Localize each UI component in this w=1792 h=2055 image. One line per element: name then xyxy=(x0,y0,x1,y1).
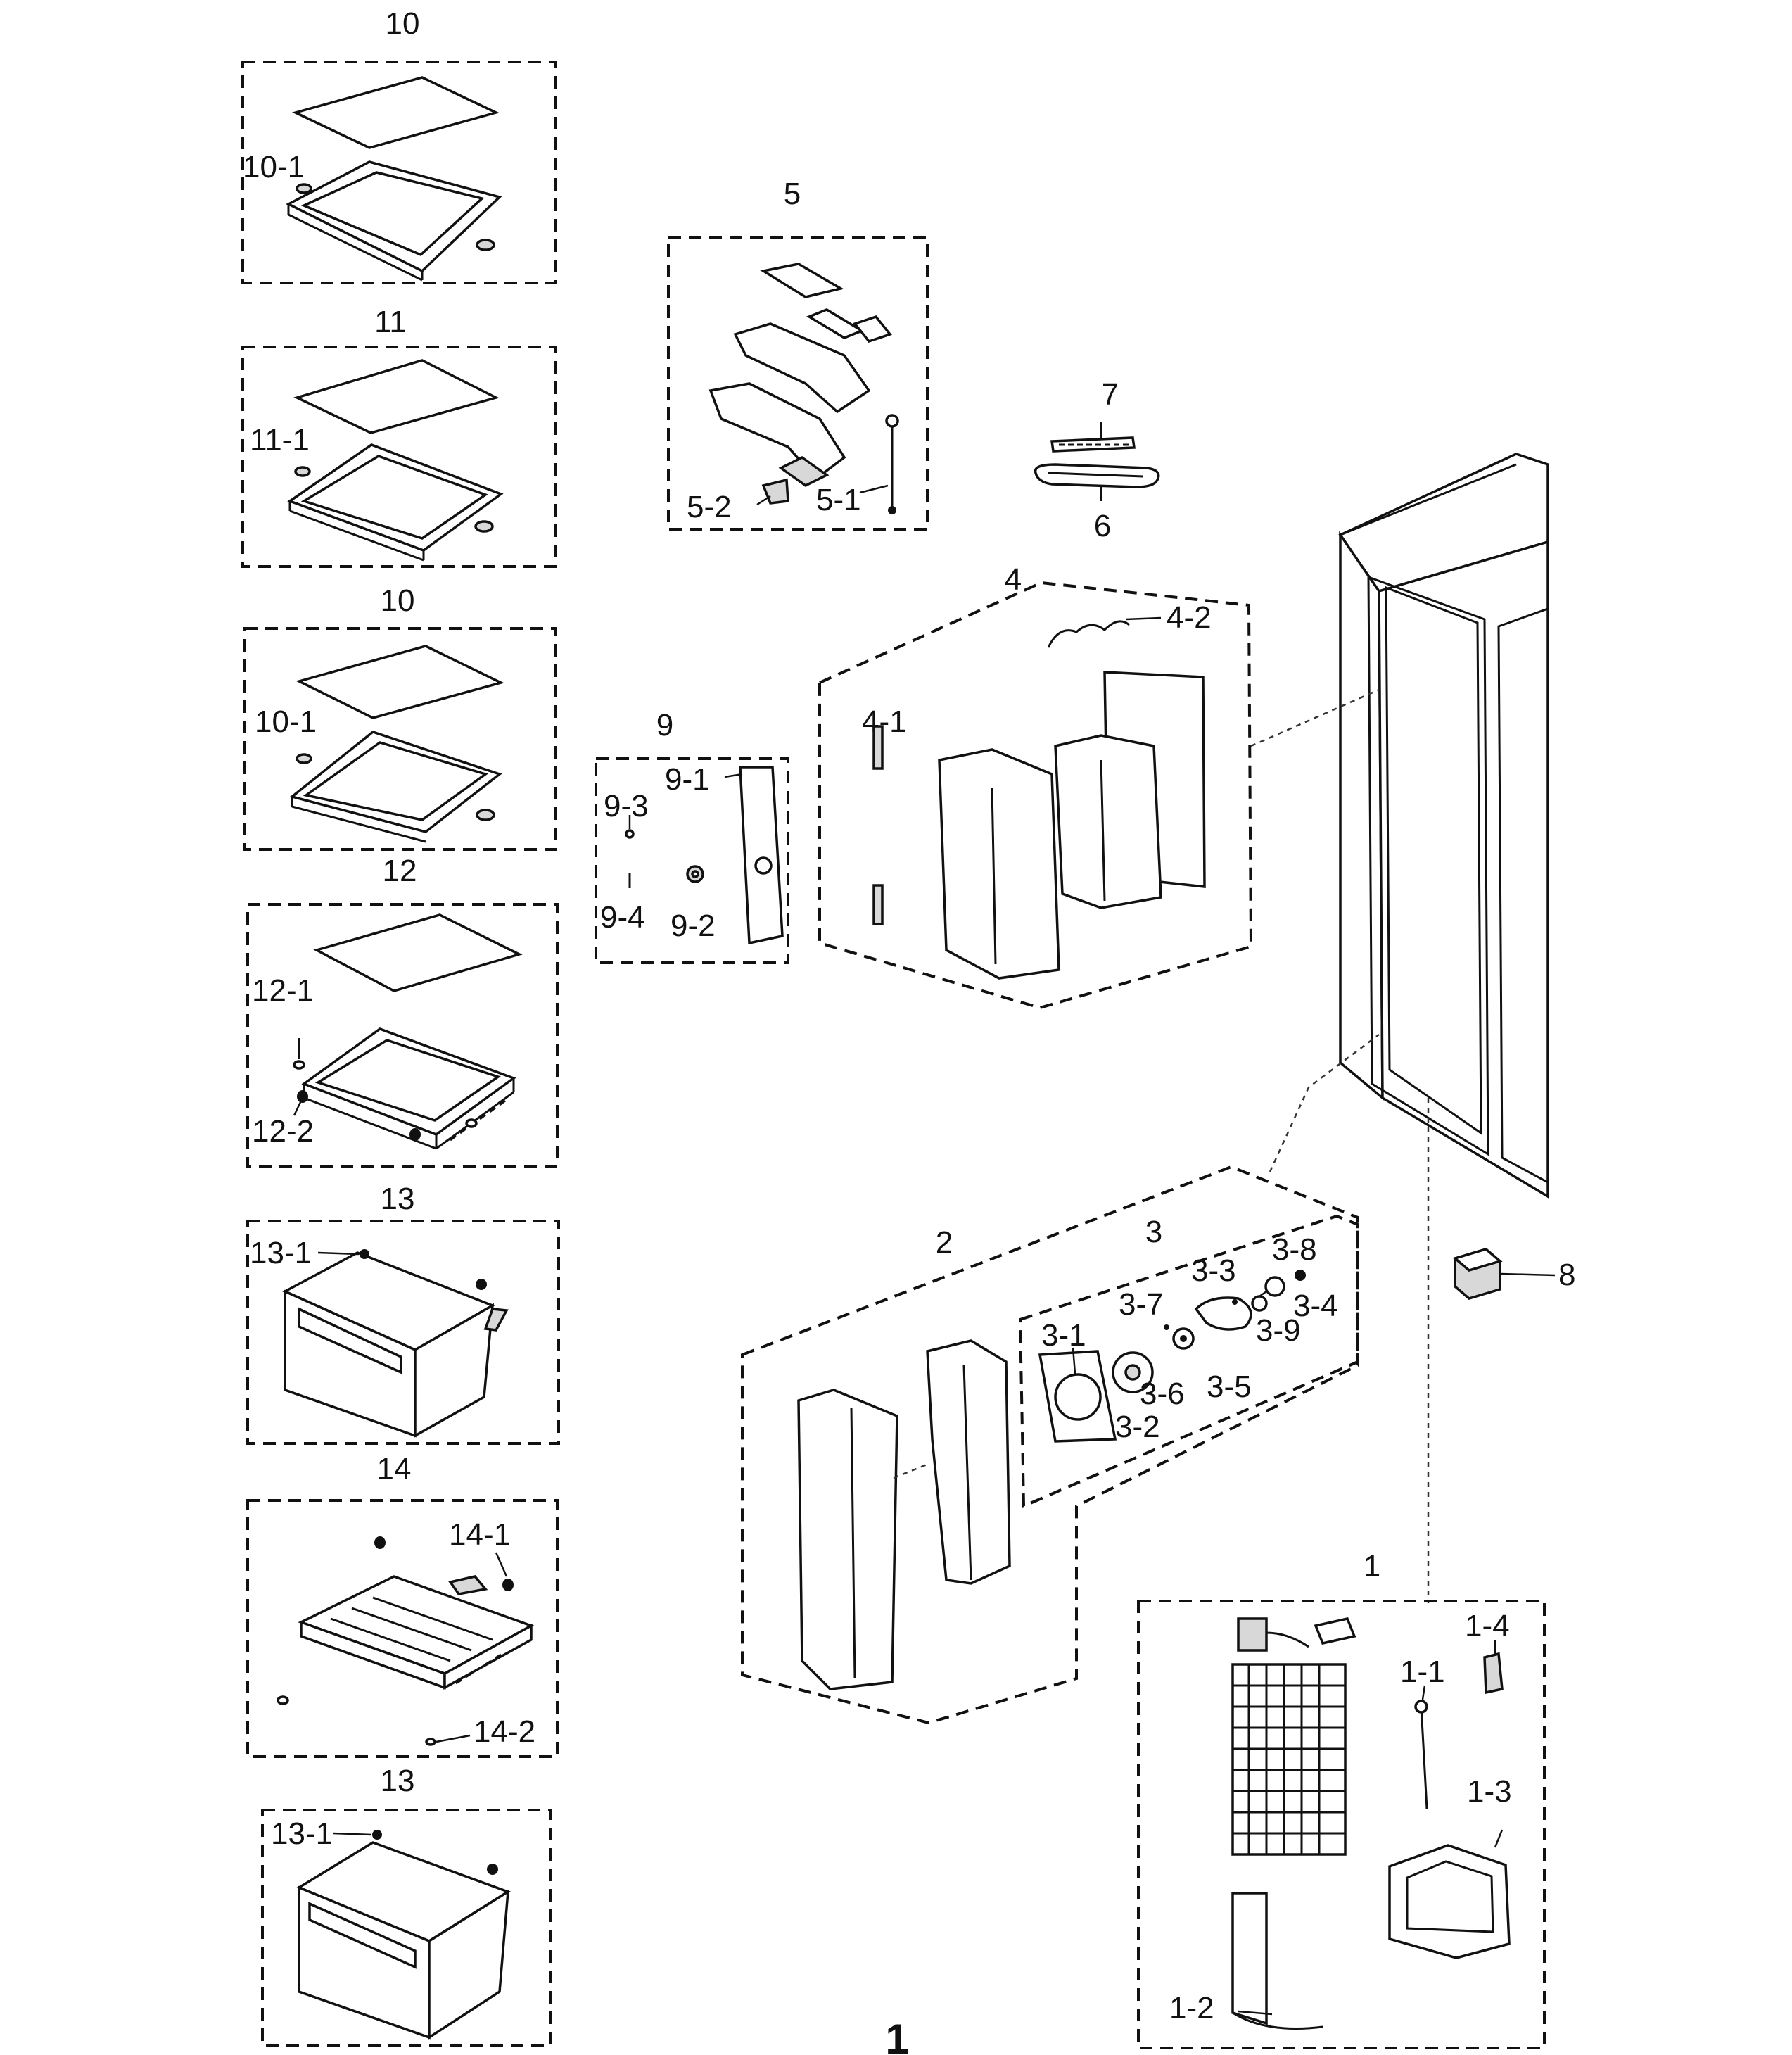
group-label-10-top: 10 xyxy=(386,6,420,41)
part-label-11-1: 11-1 xyxy=(250,423,310,457)
part-label-5-1: 5-1 xyxy=(816,483,861,517)
part-label-3-5: 3-5 xyxy=(1207,1370,1252,1404)
group-label-8: 8 xyxy=(1558,1258,1575,1292)
part-label-3-2: 3-2 xyxy=(1115,1410,1160,1444)
part-label-3-4: 3-4 xyxy=(1293,1289,1338,1323)
cover-assembly-2 xyxy=(741,1165,1359,1725)
part-label-4-2: 4-2 xyxy=(1167,600,1212,635)
duct-assembly-5 xyxy=(667,236,929,531)
group-label-7: 7 xyxy=(1102,377,1119,412)
drawer-assembly-13-upper xyxy=(246,1220,560,1445)
part-8-module xyxy=(1452,1248,1556,1300)
part-label-4-1: 4-1 xyxy=(862,704,907,739)
part-label-5-2: 5-2 xyxy=(687,490,732,524)
part-label-14-1: 14-1 xyxy=(449,1517,511,1552)
part-label-14-2: 14-2 xyxy=(474,1714,535,1749)
cover-assembly-4 xyxy=(818,581,1253,1010)
part-label-9-1: 9-1 xyxy=(665,762,710,797)
group-label-13-lower: 13 xyxy=(381,1764,415,1798)
cover-assembly-14 xyxy=(246,1499,559,1758)
leader-2-to-cabinet xyxy=(1269,1034,1380,1172)
part-label-12-2: 12-2 xyxy=(252,1114,314,1149)
group-label-13-upper: 13 xyxy=(381,1182,415,1216)
shelf-assembly-12 xyxy=(246,903,559,1168)
part-label-13-1-lower: 13-1 xyxy=(271,1816,333,1851)
group-label-9: 9 xyxy=(656,708,673,742)
part-label-3-3: 3-3 xyxy=(1191,1253,1236,1288)
part-label-9-3: 9-3 xyxy=(604,789,649,823)
part-label-1-1: 1-1 xyxy=(1400,1655,1445,1689)
shelf-assembly-10-top xyxy=(241,61,557,284)
group-label-1: 1 xyxy=(1364,1549,1380,1583)
part-label-3-7: 3-7 xyxy=(1119,1287,1164,1322)
part-label-12-1: 12-1 xyxy=(252,973,314,1008)
part-label-3-6: 3-6 xyxy=(1140,1377,1185,1411)
part-label-10-1-top: 10-1 xyxy=(243,150,305,184)
drawer-assembly-13-lower xyxy=(261,1809,552,2047)
part-label-3-8: 3-8 xyxy=(1272,1232,1317,1267)
group-label-5: 5 xyxy=(784,177,801,211)
page-number: 1 xyxy=(885,2016,908,2055)
part-label-1-4: 1-4 xyxy=(1465,1609,1510,1643)
part-label-13-1-upper: 13-1 xyxy=(250,1236,312,1270)
group-label-10-middle: 10 xyxy=(381,583,415,618)
part-label-1-3: 1-3 xyxy=(1467,1774,1512,1809)
group-label-4: 4 xyxy=(1005,562,1022,597)
part-label-10-1-middle: 10-1 xyxy=(255,704,317,739)
part-label-3-9: 3-9 xyxy=(1256,1313,1301,1348)
part-label-1-2: 1-2 xyxy=(1169,1991,1214,2025)
part-label-9-2: 9-2 xyxy=(671,909,716,943)
part-label-3-1: 3-1 xyxy=(1041,1318,1086,1353)
parts-7-and-6 xyxy=(1034,422,1160,501)
shelf-assembly-11 xyxy=(241,346,557,568)
leader-4-to-cabinet xyxy=(1250,688,1380,747)
group-label-11: 11 xyxy=(374,305,407,339)
group-label-14: 14 xyxy=(377,1452,412,1486)
part-label-9-4: 9-4 xyxy=(600,900,645,935)
group-label-3: 3 xyxy=(1145,1215,1162,1249)
assembly-9 xyxy=(595,757,789,964)
shelf-assembly-10-middle xyxy=(243,627,557,851)
group-label-2: 2 xyxy=(936,1225,953,1260)
group-label-12: 12 xyxy=(383,854,417,888)
fan-assembly-3 xyxy=(1018,1214,1359,1509)
group-label-6: 6 xyxy=(1094,509,1111,543)
refrigerator-cabinet xyxy=(1338,453,1549,1199)
evaporator-assembly-1 xyxy=(1137,1600,1546,2049)
